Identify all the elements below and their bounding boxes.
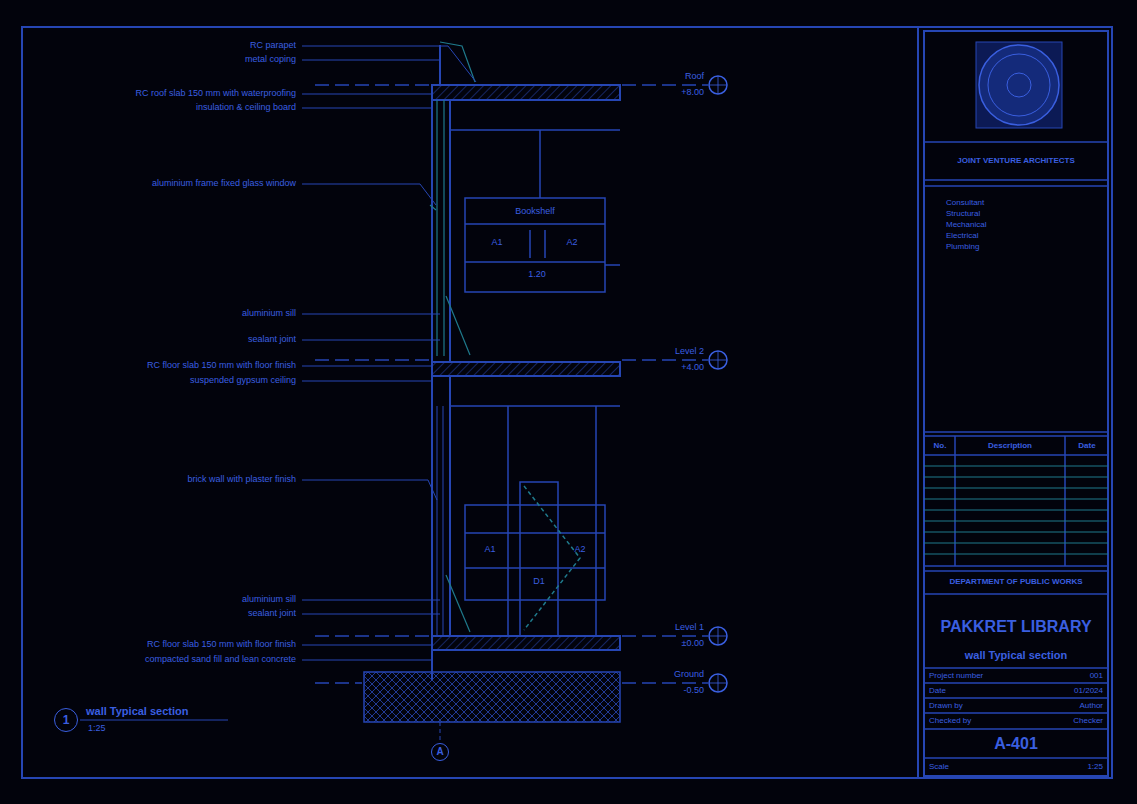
furniture-tag: A2 <box>574 545 585 555</box>
title-block <box>924 31 1108 776</box>
level-name: Ground <box>674 670 704 680</box>
table-header: No. <box>934 442 947 451</box>
drawing-title: wall Typical section <box>86 705 189 717</box>
level-value: +4.00 <box>681 363 704 373</box>
level-markers <box>709 76 727 692</box>
callout-text: aluminium sill <box>242 595 296 605</box>
client-name: DEPARTMENT OF PUBLIC WORKS <box>949 578 1082 587</box>
revision-rows <box>924 466 1108 554</box>
title-block-grid <box>924 142 1108 758</box>
level-value: ±0.00 <box>682 639 704 649</box>
furniture-tag: A1 <box>484 545 495 555</box>
callout-text: RC roof slab 150 mm with waterproofing <box>135 89 296 99</box>
field-name: Checked by <box>929 717 971 726</box>
dimension: 1.20 <box>528 270 546 280</box>
callout-text: sealant joint <box>248 335 296 345</box>
field-value: 1:25 <box>1087 763 1103 772</box>
drawing-scale: 1:25 <box>88 724 106 734</box>
field-value: 01/2024 <box>1074 687 1103 696</box>
table-header: Date <box>1078 442 1095 451</box>
callout-text: metal coping <box>245 55 296 65</box>
field-name: Drawn by <box>929 702 963 711</box>
level-name: Level 2 <box>675 347 704 357</box>
callout-text: compacted sand fill and lean concrete <box>145 655 296 665</box>
table-header: Description <box>988 442 1032 451</box>
upper-interior <box>450 130 620 292</box>
level-name: Roof <box>685 72 704 82</box>
field-name: Scale <box>929 763 949 772</box>
reference-bubble: A <box>431 743 449 761</box>
title-block-divider <box>917 27 919 778</box>
reference-bubble: 1 <box>54 708 78 732</box>
firm-name: JOINT VENTURE ARCHITECTS <box>957 157 1075 166</box>
sheet-number: A-401 <box>994 735 1038 753</box>
callout-text: aluminium frame fixed glass window <box>152 179 296 189</box>
consultant-note: Plumbing <box>946 243 979 252</box>
consultant-note: Electrical <box>946 232 978 241</box>
level-value: -0.50 <box>683 686 704 696</box>
level-name: Level 1 <box>675 623 704 633</box>
field-value: Checker <box>1073 717 1103 726</box>
consultant-note: Consultant <box>946 199 984 208</box>
callout-text: RC floor slab 150 mm with floor finish <box>147 361 296 371</box>
wall-section <box>364 45 620 722</box>
bubble-text: A <box>436 747 443 757</box>
callout-text: RC floor slab 150 mm with floor finish <box>147 640 296 650</box>
callout-text: insulation & ceiling board <box>196 103 296 113</box>
callout-text: suspended gypsum ceiling <box>190 376 296 386</box>
logo-seal <box>976 42 1062 128</box>
consultant-note: Structural <box>946 210 980 219</box>
field-name: Project number <box>929 672 983 681</box>
callout-text: brick wall with plaster finish <box>187 475 296 485</box>
level-value: +8.00 <box>681 88 704 98</box>
furniture-label: Bookshelf <box>515 207 555 217</box>
field-name: Date <box>929 687 946 696</box>
consultant-note: Mechanical <box>946 221 986 230</box>
field-value: 001 <box>1090 672 1103 681</box>
furniture-tag: A2 <box>566 238 577 248</box>
door-tag: D1 <box>533 577 545 587</box>
callout-text: aluminium sill <box>242 309 296 319</box>
sheet-title: wall Typical section <box>965 649 1068 661</box>
leader-lines <box>80 46 476 742</box>
callout-text: RC parapet <box>250 41 296 51</box>
furniture-tag: A1 <box>491 238 502 248</box>
lower-interior <box>450 406 620 636</box>
bubble-text: 1 <box>63 714 70 726</box>
field-value: Author <box>1079 702 1103 711</box>
callout-text: sealant joint <box>248 609 296 619</box>
level-lines <box>315 85 708 683</box>
sheet-frame <box>22 27 1112 778</box>
project-name: PAKKRET LIBRARY <box>940 618 1091 636</box>
